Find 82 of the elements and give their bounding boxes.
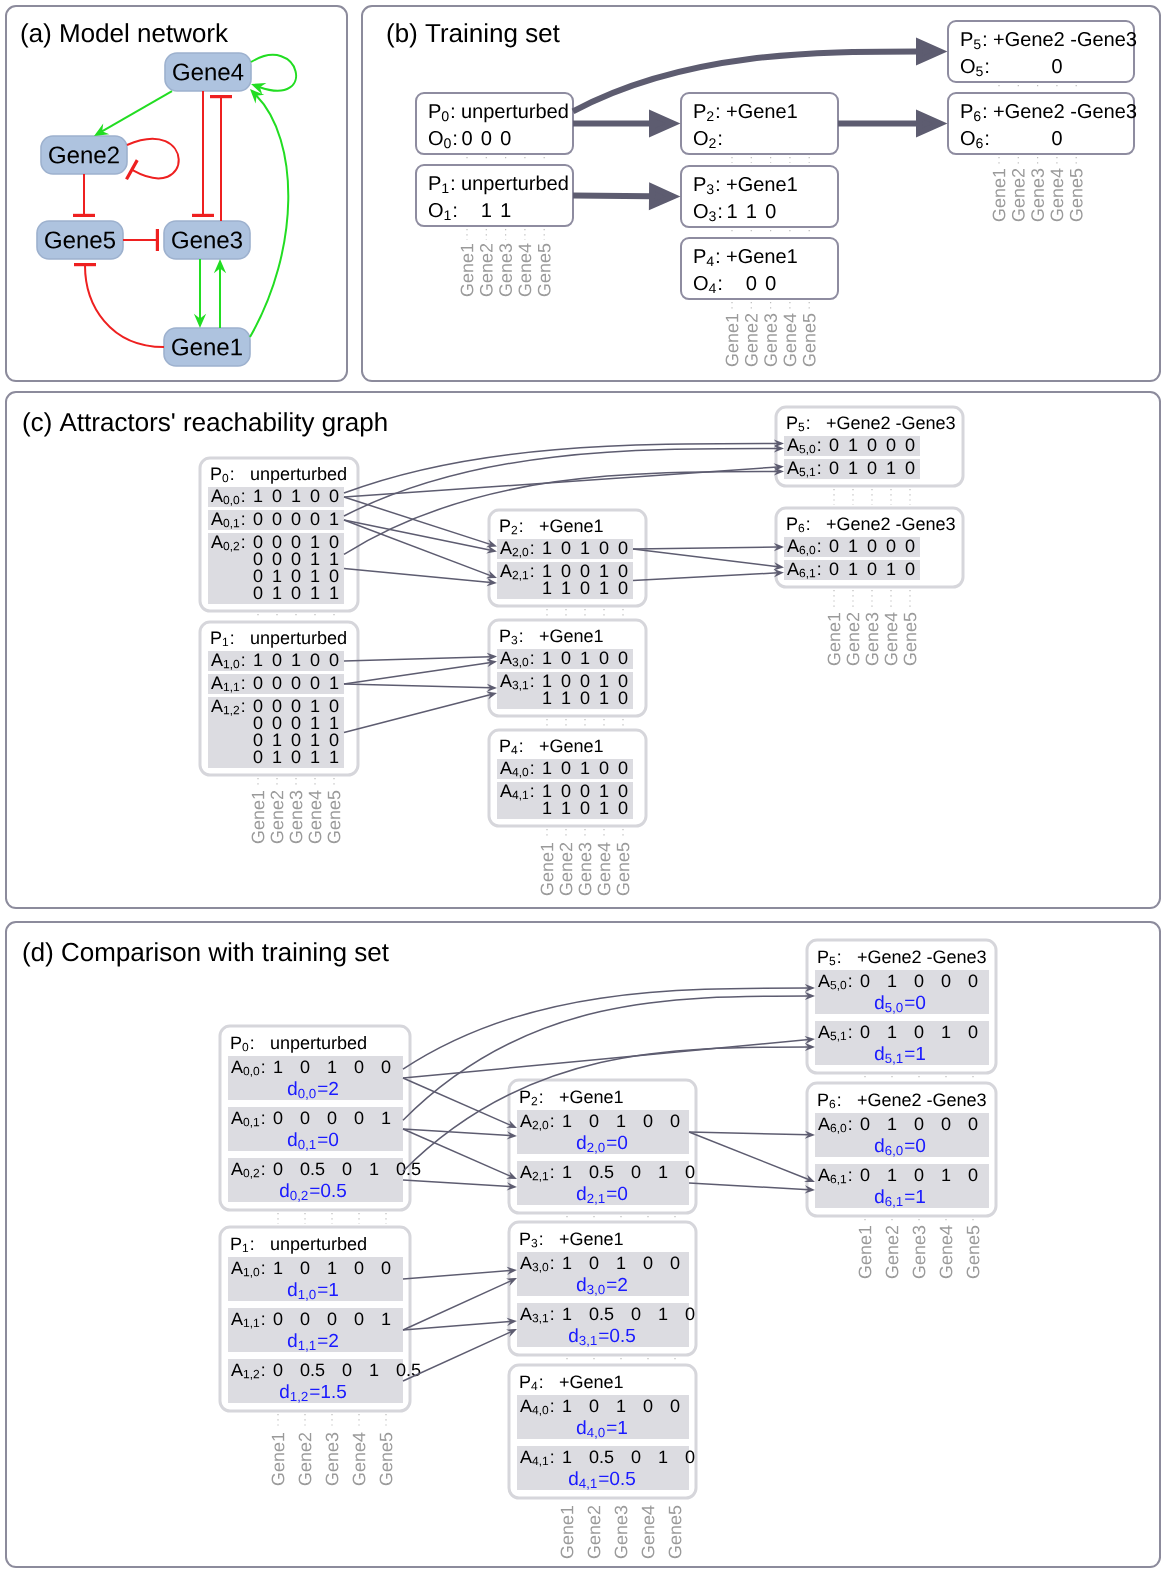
attractor-row: A$_{2,1}$: 1 0 0 1 0 1 1 0 1 0 — [497, 562, 633, 599]
gene-label: Gene1 — [251, 790, 265, 844]
gene-label: Gene5 — [966, 1225, 980, 1279]
inhibition-arrow — [125, 137, 180, 181]
training-box: P$_{3}$: +Gene1 O$_{3}$: 1 1 0 — [680, 165, 839, 228]
gene-label: Gene4 — [884, 612, 898, 666]
attractor-row: A$_{6,1}$: 0 1 0 1 0 — [784, 560, 920, 580]
gene-label: Gene4 — [352, 1432, 366, 1486]
attractor-row: A$_{3,1}$: 1 0 0 1 0 1 1 0 1 0 — [497, 672, 633, 709]
inhibition-arrow — [73, 173, 95, 217]
attractor-row: A$_{0,1}$: 0 0 0 0 1 — [208, 510, 344, 530]
inhibition-arrow — [210, 95, 232, 222]
gene-label: Gene4 — [939, 1225, 953, 1279]
attractor-row: A$_{5,1}$: 0 1 0 1 0 — [784, 459, 920, 479]
gene-label: Gene3 — [499, 243, 512, 297]
gene-label: Gene2 — [479, 243, 493, 297]
attractor-row: A$_{5,0}$: 0 1 0 0 0 — [784, 436, 920, 456]
attractor-row: A$_{1,0}$: 1 0 1 0 0 d$_{1,0}$=1 — [228, 1257, 403, 1301]
attractor-row: A$_{4,1}$: 1 0 0 1 0 1 1 0 1 0 — [497, 782, 633, 819]
gene-label: Gene2 — [885, 1225, 899, 1279]
training-box: P$_{5}$: +Gene2 -Gene3 O$_{5}$: 0 — [947, 20, 1137, 83]
attractor-row: A$_{3,1}$: 1 0.5 0 1 0 d$_{3,1}$=0.5 — [517, 1303, 695, 1347]
arrow — [249, 89, 290, 338]
attractor-row: A$_{2,0}$: 1 0 1 0 0 d$_{2,0}$=0 — [517, 1110, 689, 1154]
training-box: P$_{0}$: unperturbed O$_{0}$: 0 0 0 — [415, 92, 574, 155]
training-box: P$_{2}$: +Gene1 O$_{2}$: — [680, 92, 839, 155]
arrow — [250, 53, 297, 95]
attractor-row: A$_{2,0}$: 1 0 1 0 0 — [497, 539, 633, 559]
attractor-row: A$_{6,0}$: 0 1 0 0 0 — [784, 537, 920, 557]
training-box: P$_{6}$: +Gene2 -Gene3 O$_{6}$: 0 — [947, 92, 1137, 155]
attractor-row: A$_{1,2}$: 0 0.5 0 1 0.5 d$_{1,2}$=1.5 — [228, 1359, 421, 1403]
gene-label: Gene4 — [518, 243, 532, 297]
gene-label: Gene5 — [379, 1432, 393, 1486]
gene-label: Gene4 — [597, 842, 611, 896]
gene-label: Gene3 — [289, 790, 303, 844]
inhibition-arrow — [122, 229, 159, 251]
gene-label: Gene2 — [270, 790, 284, 844]
attractor-row: A$_{1,2}$: 0 0 0 1 0 0 0 0 1 1 0 1 0 1 0 0 1 0 1 1 — [208, 697, 344, 768]
attractor-row: A$_{6,0}$: 0 1 0 0 0 d$_{6,0}$=0 — [815, 1113, 989, 1157]
gene-label: Gene1 — [540, 842, 554, 896]
attractor-row: A$_{0,1}$: 0 0 0 0 1 d$_{0,1}$=0 — [228, 1107, 403, 1151]
training-box: P$_{1}$: unperturbed O$_{1}$: 1 1 — [415, 164, 574, 227]
attractor-row: A$_{4,1}$: 1 0.5 0 1 0 d$_{4,1}$=0.5 — [517, 1446, 695, 1490]
inhibition-arrow — [74, 263, 165, 348]
attractor-row: A$_{3,0}$: 1 0 1 0 0 — [497, 649, 633, 669]
training-box: P$_{4}$: +Gene1 O$_{4}$: 0 0 — [680, 237, 839, 300]
gene-label: Gene4 — [308, 790, 322, 844]
attractor-row: A$_{1,1}$: 0 0 0 0 1 d$_{1,1}$=2 — [228, 1308, 403, 1352]
attractor-row: A$_{4,0}$: 1 0 1 0 0 — [497, 759, 633, 779]
attractor-row: A$_{3,0}$: 1 0 1 0 0 d$_{3,0}$=2 — [517, 1252, 689, 1296]
attractor-row: A$_{4,0}$: 1 0 1 0 0 d$_{4,0}$=1 — [517, 1395, 689, 1439]
gene-label: Gene3 — [325, 1432, 339, 1486]
attractor-row: A$_{0,0}$: 1 0 1 0 0 — [208, 487, 344, 507]
attractor-row: A$_{0,2}$: 0 0.5 0 1 0.5 d$_{0,2}$=0.5 — [228, 1158, 421, 1202]
gene-label: Gene2 — [298, 1432, 312, 1486]
attractor-row: A$_{1,0}$: 1 0 1 0 0 — [208, 651, 344, 671]
gene-box: Gene2 — [40, 135, 128, 175]
gene-box: Gene4 — [164, 52, 252, 92]
gene-label: Gene5 — [903, 612, 917, 666]
gene-label: Gene1 — [271, 1432, 285, 1486]
gene-label: Gene1 — [858, 1225, 872, 1279]
attractor-row: A$_{6,1}$: 0 1 0 1 0 d$_{6,1}$=1 — [815, 1164, 989, 1208]
gene-label: Gene3 — [865, 612, 879, 666]
gene-label: Gene2 — [846, 612, 860, 666]
attractor-row: A$_{2,1}$: 1 0.5 0 1 0 d$_{2,1}$=0 — [517, 1161, 695, 1205]
attractor-row: A$_{5,0}$: 0 1 0 0 0 d$_{5,0}$=0 — [815, 970, 989, 1014]
gene-box: Gene5 — [36, 220, 124, 260]
gene-box: Gene3 — [163, 220, 251, 260]
gene-box: Gene1 — [163, 327, 251, 367]
attractor-row: A$_{1,1}$: 0 0 0 0 1 — [208, 674, 344, 694]
attractor-row: A$_{0,2}$: 0 0 0 1 0 0 0 0 1 1 0 1 0 1 0 0 1 0 1 1 — [208, 533, 344, 604]
inhibition-arrow — [192, 90, 214, 217]
gene-label: Gene1 — [460, 243, 474, 297]
gene-label: Gene2 — [559, 842, 573, 896]
attractor-row: A$_{5,1}$: 0 1 0 1 0 d$_{5,1}$=1 — [815, 1021, 989, 1065]
attractor-row: A$_{0,0}$: 1 0 1 0 0 d$_{0,0}$=2 — [228, 1056, 403, 1100]
gene-label: Gene3 — [578, 842, 592, 896]
gene-label: Gene5 — [616, 842, 630, 896]
gene-label: Gene1 — [827, 612, 841, 666]
gene-label: Gene3 — [912, 1225, 926, 1279]
gene-label: Gene5 — [327, 790, 341, 844]
gene-label: Gene5 — [537, 243, 551, 297]
